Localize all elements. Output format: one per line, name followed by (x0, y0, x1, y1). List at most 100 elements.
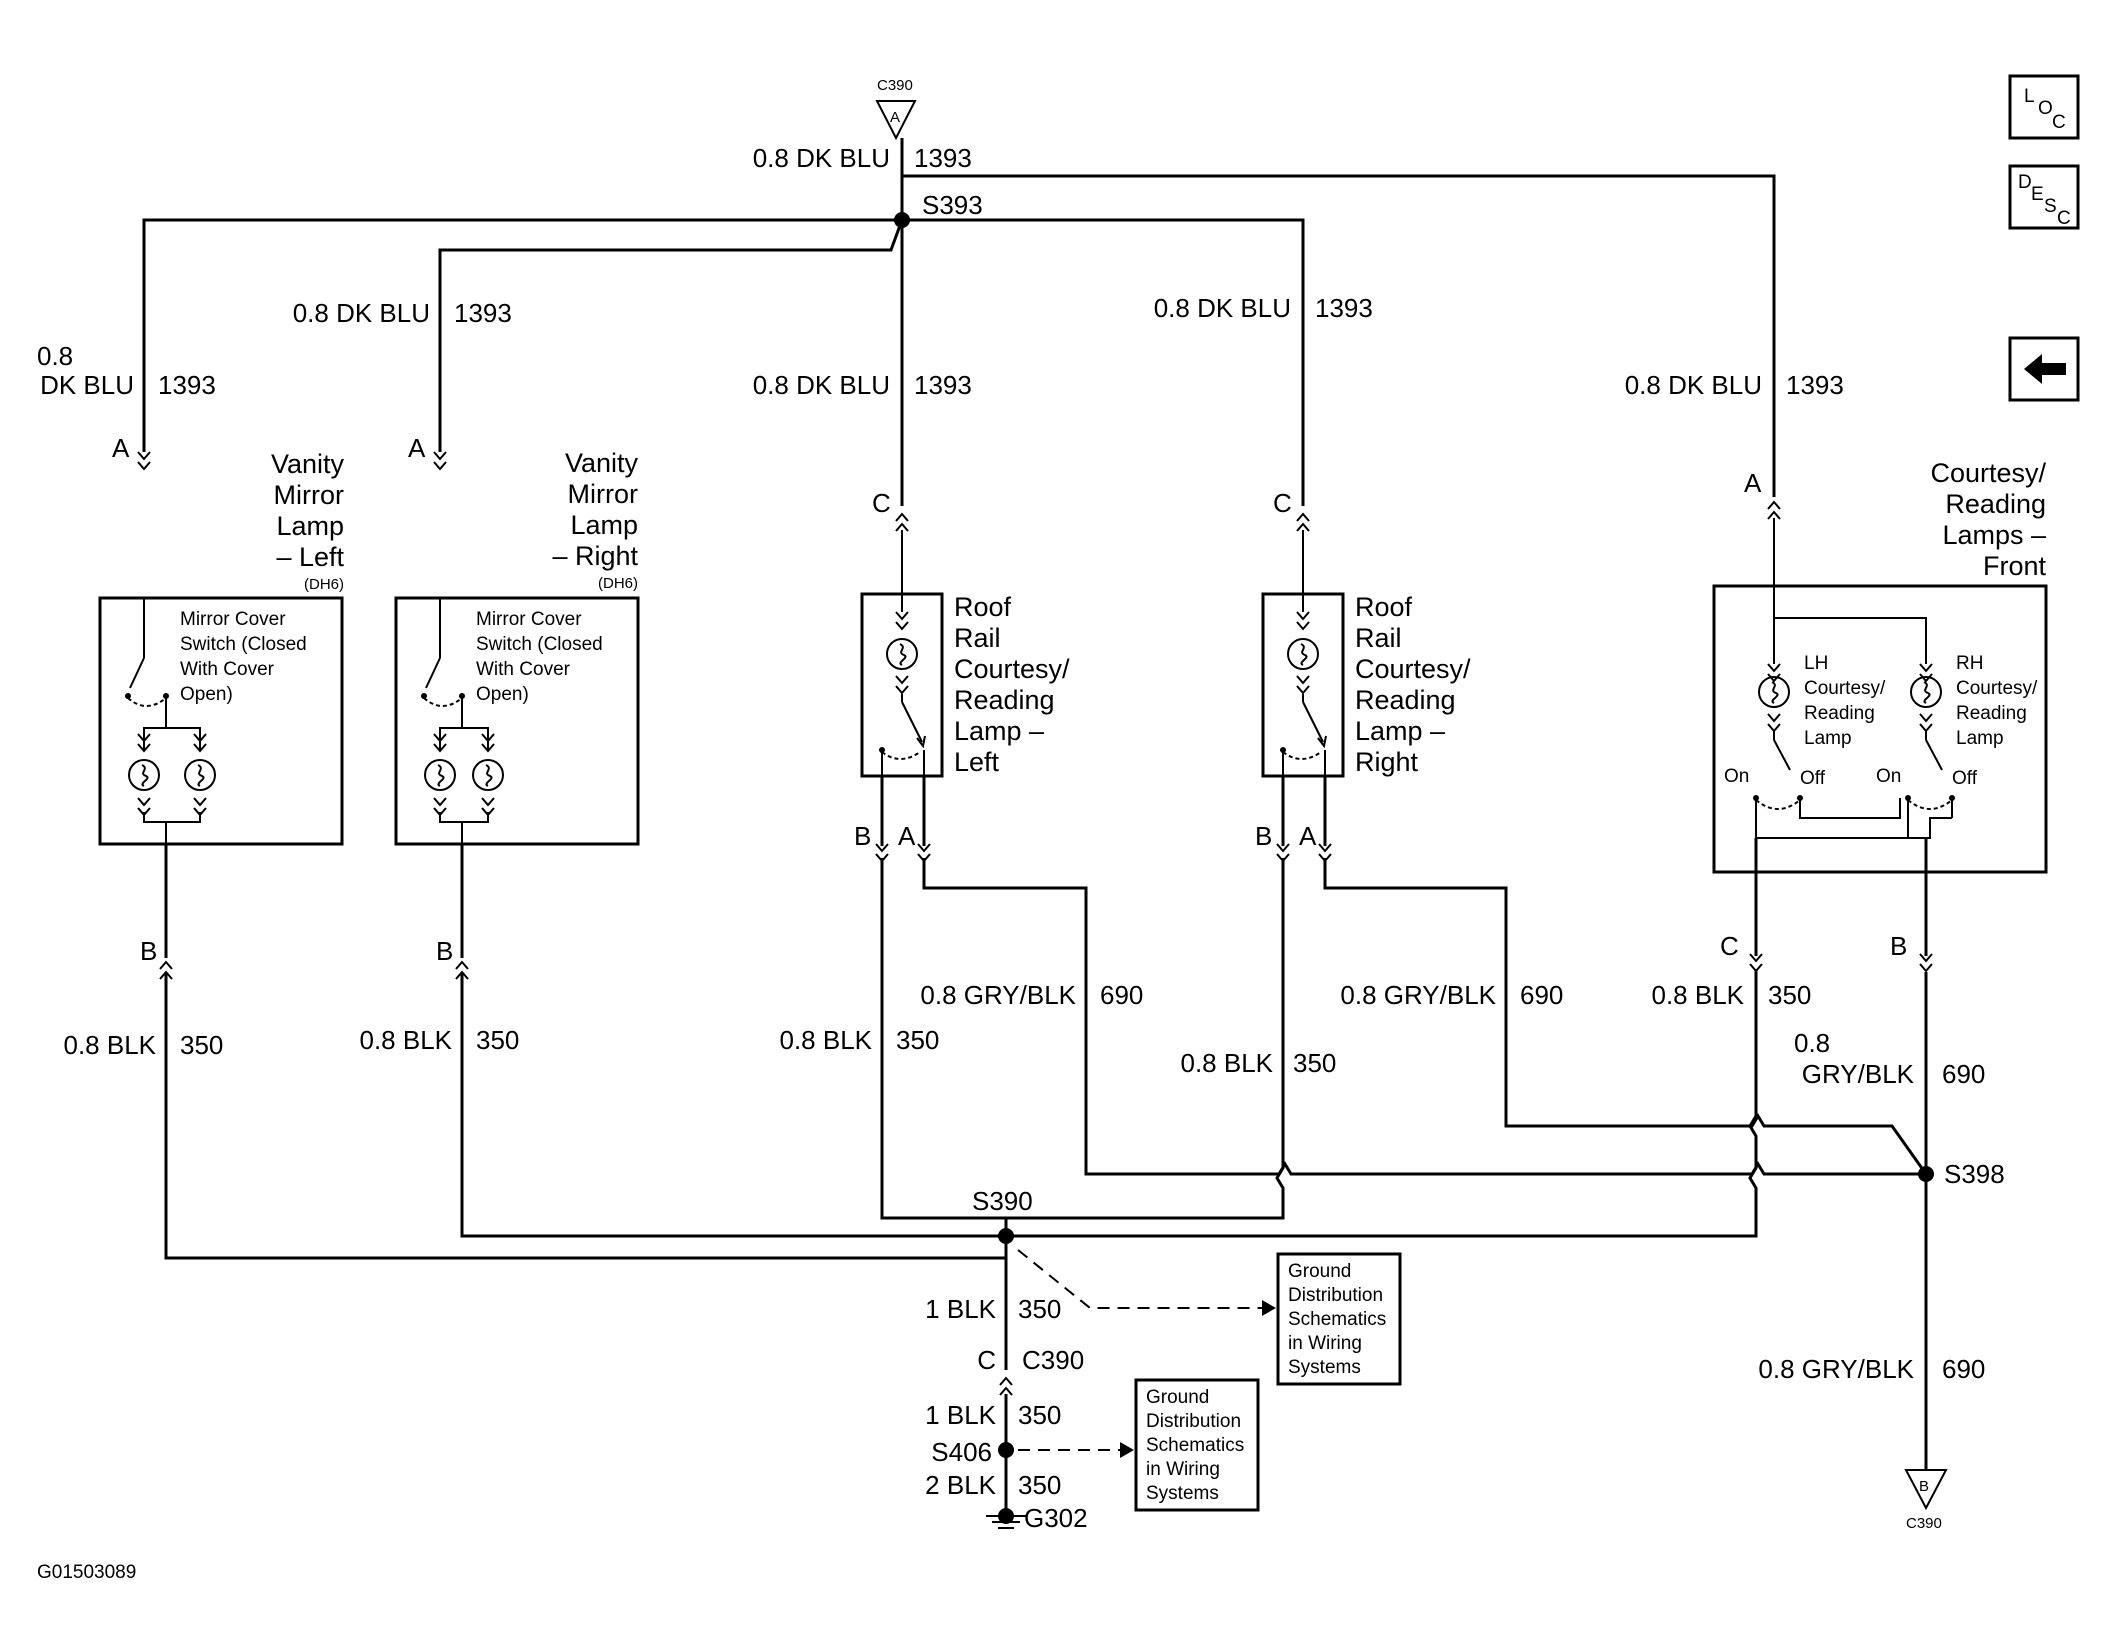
wire-label-sw-roof-left: 0.8 GRY/BLK 690 (920, 980, 1143, 1010)
option-code: (DH6) (304, 576, 344, 593)
vanity-mirror-lamp-left: A Vanity Mirror Lamp – Left (DH6) Mirror… (98, 433, 345, 980)
ground-distribution-link-1[interactable]: Ground Distribution Schematics in Wiring… (1276, 1252, 1402, 1386)
rh-lamp-label-line: Courtesy/ (1956, 678, 2038, 699)
rh-off-label: Off (1952, 768, 1978, 789)
component-title-line: Lamp (276, 511, 344, 541)
pin-c-label: C (1273, 488, 1292, 518)
diagram-id: G01503089 (37, 1562, 136, 1583)
wire-label-feed-roof-left: 0.8 DK BLU 1393 (753, 370, 972, 400)
lh-on-label: On (1724, 766, 1749, 787)
desc-letter-s: S (2044, 196, 2057, 217)
pin-a-label: A (112, 433, 130, 463)
description-button[interactable]: D E S C (2008, 164, 2080, 230)
ground-wires (164, 858, 1758, 1260)
wire-label-sw-courtesy: 0.8 GRY/BLK 690 (1794, 1028, 1985, 1089)
wire-color: 0.8 DK BLU (753, 370, 890, 400)
pin-b-label: B (854, 821, 871, 851)
wire-color: 0.8 DK BLU (1154, 293, 1291, 323)
component-title-line: Courtesy/ (1355, 654, 1471, 684)
courtesy-reading-lamps-front: Courtesy/ Reading Lamps – Front A LH Cou… (1712, 458, 2048, 972)
lamp-bulb-icon (184, 759, 216, 791)
splice-s393-dot (894, 212, 910, 228)
note-line: Systems (1288, 1357, 1361, 1378)
connector-c390-pin-c-icon (999, 1377, 1013, 1396)
note-line: Distribution (1288, 1285, 1383, 1306)
component-title-line: Left (954, 747, 1000, 777)
wire-label-gnd-g302: 2 BLK 350 (925, 1470, 1061, 1500)
circuit-number: 350 (1293, 1048, 1336, 1078)
wire-color: 0.8 DK BLU (293, 298, 430, 328)
connector-pin-a-icon (137, 451, 151, 470)
component-box (860, 592, 944, 778)
circuit-number: 1393 (914, 370, 972, 400)
pin-b-label: B (1890, 931, 1907, 961)
back-arrow-icon (2024, 354, 2066, 384)
switch-label-line: With Cover (476, 659, 571, 680)
desc-letter-c: C (2057, 208, 2071, 229)
ground-g302-label: G302 (1024, 1503, 1088, 1533)
circuit-number: 690 (1520, 980, 1563, 1010)
circuit-number: 1393 (1315, 293, 1373, 323)
wire-label-feed-top: 0.8 DK BLU 1393 (753, 143, 972, 173)
wire-color: 0.8 GRY/BLK (1340, 980, 1496, 1010)
switch-label-line: Mirror Cover (180, 609, 286, 630)
connector-pin-b-icon (1919, 953, 1933, 972)
wire-color: 0.8 BLK (1651, 980, 1744, 1010)
circuit-number: 350 (180, 1030, 223, 1060)
lh-lamp-label-line: LH (1804, 653, 1828, 674)
wire-gauge: 0.8 (37, 341, 73, 371)
back-button[interactable] (2008, 336, 2080, 402)
switch-label-line: Switch (Closed (180, 634, 307, 655)
wire-color: 0.8 DK BLU (1625, 370, 1762, 400)
note-line: Schematics (1146, 1435, 1244, 1456)
wire-color: GRY/BLK (1802, 1059, 1915, 1089)
connector-pin-c-icon (895, 513, 909, 532)
pin-b-label: B (140, 936, 157, 966)
splice-s390-label: S390 (972, 1186, 1033, 1216)
lh-lamp-label-line: Lamp (1804, 728, 1852, 749)
wire-color: 0.8 BLK (63, 1030, 156, 1060)
splice-s398-dot (1918, 1166, 1934, 1182)
door-switch-icon (1302, 701, 1324, 743)
switch-label-line: With Cover (180, 659, 275, 680)
component-box (98, 596, 344, 846)
option-code: (DH6) (598, 575, 638, 592)
note-line: Ground (1146, 1387, 1209, 1408)
circuit-number: 690 (1942, 1059, 1985, 1089)
connector-pin-c-icon (1749, 953, 1763, 972)
note-line: Systems (1146, 1483, 1219, 1504)
component-title-line: Rail (954, 623, 1001, 653)
connector-c390-bottom: B C390 (1904, 1469, 1948, 1532)
component-title-line: Vanity (271, 449, 345, 479)
wire-label-feed-vanity-right: 0.8 DK BLU 1393 (293, 298, 512, 328)
connector-pin-a-icon (1767, 501, 1781, 520)
component-box (1712, 584, 2048, 874)
pin-c-label: C (872, 488, 891, 518)
component-title-line: Rail (1355, 623, 1402, 653)
component-title-line: Front (1983, 551, 2047, 581)
splice-s406-dot (998, 1442, 1014, 1458)
rh-lamp-label-line: Reading (1956, 703, 2027, 724)
connector-name: C390 (1022, 1345, 1084, 1375)
splice-s393-label: S393 (922, 190, 983, 220)
component-title-line: Courtesy/ (954, 654, 1070, 684)
ground-distribution-link-2[interactable]: Ground Distribution Schematics in Wiring… (1134, 1378, 1260, 1512)
connector-top-pin: A (890, 109, 900, 126)
wire-gauge: 0.8 (1794, 1028, 1830, 1058)
component-title-line: Mirror (274, 480, 344, 510)
circuit-number: 350 (1018, 1400, 1061, 1430)
component-title-line: Vanity (565, 448, 639, 478)
wire-color: 1 BLK (925, 1294, 996, 1324)
note-line: in Wiring (1288, 1333, 1362, 1354)
wire-color: 0.8 DK BLU (753, 143, 890, 173)
circuit-number: 350 (1018, 1470, 1061, 1500)
circuit-number: 350 (896, 1025, 939, 1055)
lh-off-label: Off (1800, 768, 1826, 789)
location-button[interactable]: L O C (2008, 74, 2080, 140)
lh-lamp-label-line: Reading (1804, 703, 1875, 724)
mirror-switch-icon (129, 657, 145, 689)
wire-color: 2 BLK (925, 1470, 996, 1500)
mirror-switch-icon (425, 657, 441, 689)
loc-letter-l: L (2024, 86, 2035, 107)
lamp-bulb-icon (886, 638, 918, 670)
